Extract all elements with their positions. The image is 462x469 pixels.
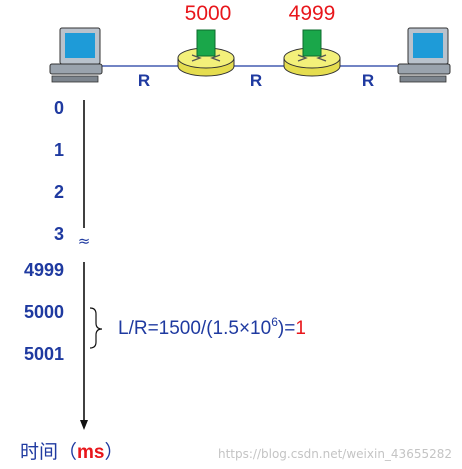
time-tick-5000: 5000 (24, 302, 64, 322)
time-tick-1: 1 (54, 140, 64, 160)
link-rate-label-1: R (138, 71, 150, 90)
source-computer-icon (49, 27, 103, 83)
packet-number-router-1: 5000 (185, 2, 232, 25)
time-tick-3: 3 (54, 224, 64, 244)
packet-at-router-1-icon (196, 29, 216, 57)
destination-computer-icon (397, 27, 451, 83)
packet-number-router-2: 4999 (289, 2, 336, 25)
time-tick-5001: 5001 (24, 344, 64, 364)
router-1-icon (177, 47, 235, 77)
time-tick-4999: 4999 (24, 260, 64, 280)
watermark: https://blog.csdn.net/weixin_43655282 (218, 447, 452, 461)
packet-at-router-2-icon (302, 29, 322, 57)
router-2-icon (283, 47, 341, 77)
transmission-delay-formula: L/R=1500/(1.5×106)=1 (118, 315, 306, 339)
interval-brace (89, 307, 103, 349)
link-rate-label-3: R (362, 71, 374, 90)
time-tick-2: 2 (54, 182, 64, 202)
link-rate-label-2: R (250, 71, 262, 90)
time-axis-label: 时间（ms） (20, 441, 124, 463)
time-tick-0: 0 (54, 98, 64, 118)
time-axis-arrow-icon (80, 420, 88, 430)
axis-break-symbol: ≈ (78, 232, 91, 250)
